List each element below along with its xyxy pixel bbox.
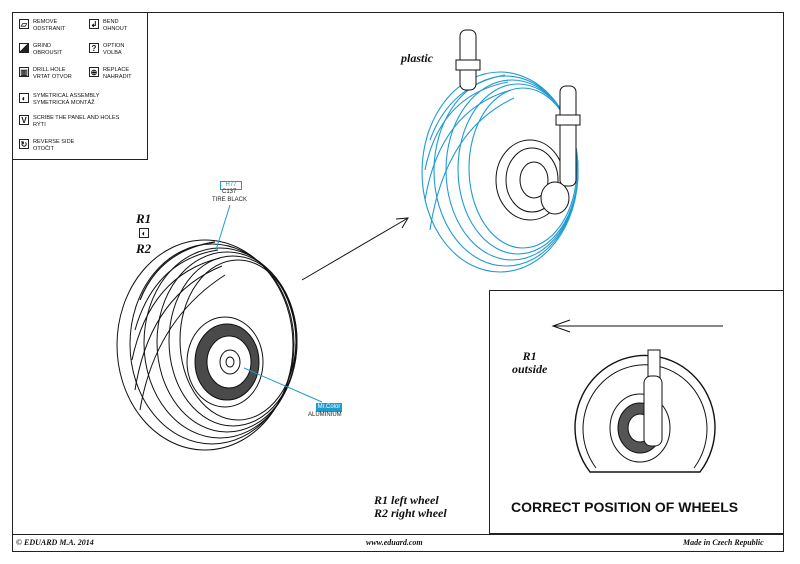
symmetrical-assembly-icon: ◐ <box>19 93 29 103</box>
r1-outside-label: R1 outside <box>512 349 548 376</box>
scribe-icon: V <box>19 115 29 125</box>
plastic-struts <box>455 29 581 215</box>
legend-drill-label: DRILL HOLE VRTAT OTVOR <box>33 67 72 80</box>
tire-color-callout: H77 <box>220 181 242 190</box>
remove-icon: ▱ <box>19 19 29 29</box>
r1-label: R1 <box>136 211 152 226</box>
legend-box: ▱ REMOVE ODSTRANIT ↲ BEND OHNOUT GRIND O… <box>12 12 148 160</box>
correct-position-inset <box>489 290 784 534</box>
option-icon: ? <box>89 43 99 53</box>
plastic-label: plastic <box>401 51 433 65</box>
hub-color-callout: Mr.Color <box>316 403 342 412</box>
correct-position-title: CORRECT POSITION OF WHEELS <box>511 499 739 515</box>
r1-left-wheel-label: R1 left wheel <box>374 493 439 507</box>
r2-label: R2 <box>136 241 152 256</box>
left-wheel-hub <box>186 316 264 408</box>
instruction-sheet-border <box>12 12 784 552</box>
tire-color-name: TIRE BLACK <box>212 197 248 203</box>
grind-icon <box>19 43 29 53</box>
footer-website: www.eduard.com <box>366 538 423 547</box>
replace-icon: ⊕ <box>89 67 99 77</box>
drill-hole-icon: ▥ <box>19 67 29 77</box>
hub-color-name: ALUMINIUM <box>308 412 342 418</box>
callout-leaders <box>215 204 323 403</box>
symmetrical-assembly-icon: ◐ <box>139 228 149 238</box>
r2-right-wheel-label: R2 right wheel <box>374 506 447 520</box>
inset-arrow <box>551 319 723 333</box>
legend-option-label: OPTION VOLBA <box>103 43 125 56</box>
footer-origin: Made in Czech Republic <box>683 538 764 547</box>
legend-reverse-label: REVERSE SIDE OTOČIT <box>33 139 75 152</box>
footer-divider <box>12 534 784 535</box>
legend-symmetrical-label: SYMETRICAL ASSEMBLY SYMETRICKÁ MONTÁŽ <box>33 93 100 106</box>
inset-wheel <box>574 349 716 473</box>
legend-replace-label: REPLACE NAHRADIT <box>103 67 132 80</box>
legend-grind-label: GRIND OBROUSIT <box>33 43 63 56</box>
assembly-arrow <box>301 217 409 281</box>
legend-scribe-label: SCRIBE THE PANEL AND HOLES RÝTI <box>33 115 120 128</box>
footer-copyright: © EDUARD M.A. 2014 <box>16 538 94 547</box>
legend-remove-label: REMOVE ODSTRANIT <box>33 19 66 32</box>
tire-color-code: C137 <box>222 189 237 195</box>
bend-icon: ↲ <box>89 19 99 29</box>
legend-bend-label: BEND OHNOUT <box>103 19 128 32</box>
reverse-side-icon: ↻ <box>19 139 29 149</box>
